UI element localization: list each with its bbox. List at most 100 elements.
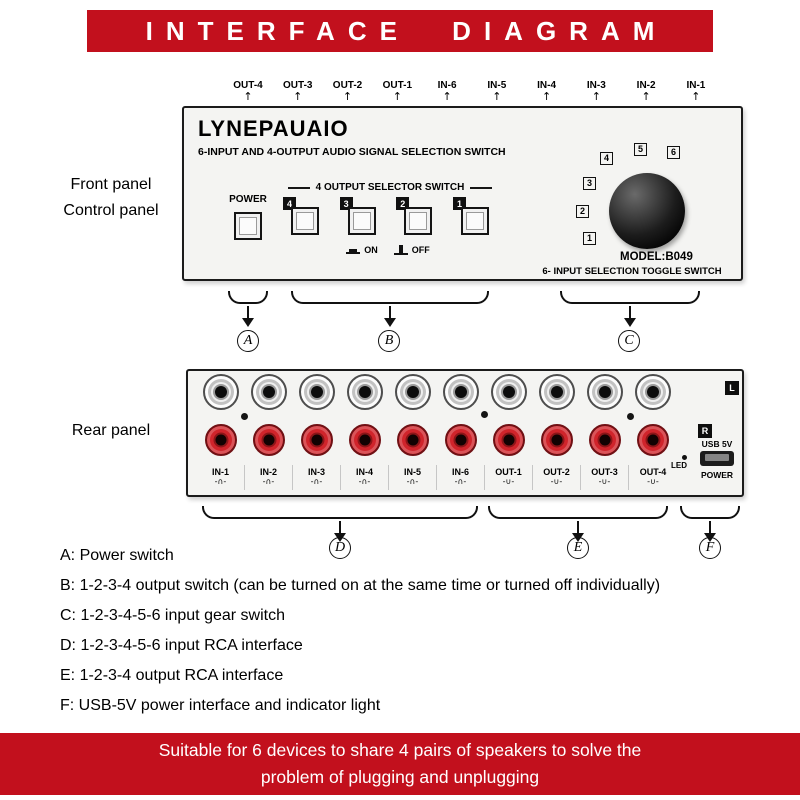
rca-jack-left-channel bbox=[299, 374, 335, 410]
rca-jack-right-channel bbox=[589, 424, 621, 456]
knob-position-number: 4 bbox=[600, 152, 613, 165]
rear-panel-side-label: Rear panel bbox=[36, 418, 186, 444]
output-selector-buttons: 4 3 2 1 bbox=[283, 197, 492, 235]
port-name: IN-3 bbox=[307, 467, 325, 477]
front-port-callouts: OUT-4 ↑ OUT-3 ↑ OUT-2 ↑ OUT-1 ↑ IN-6 ↑ I… bbox=[226, 80, 718, 102]
callout-bracket-c bbox=[560, 291, 700, 304]
port-direction-icon: ↑ bbox=[691, 90, 701, 103]
rca-column: IN-5 -∩- bbox=[389, 374, 437, 490]
output-toggle-button bbox=[291, 207, 319, 235]
rca-jack-left-channel bbox=[395, 374, 431, 410]
port-symbol: -∩- bbox=[358, 477, 371, 486]
callout-letter-c: C bbox=[618, 330, 640, 352]
port-direction-icon: ↑ bbox=[392, 90, 402, 103]
port-label-zone: IN-6 -∩- bbox=[437, 465, 485, 490]
bottom-banner-line2: problem of plugging and unplugging bbox=[260, 767, 540, 787]
port-direction-icon: ↑ bbox=[243, 90, 253, 103]
callout-letter-e: E bbox=[567, 537, 589, 559]
port-symbol: -∩- bbox=[454, 477, 467, 486]
rca-jack-left-channel bbox=[491, 374, 527, 410]
port-name: IN-6 bbox=[451, 467, 469, 477]
raised-off-icon bbox=[393, 244, 408, 255]
control-panel-label: Control panel bbox=[63, 202, 159, 219]
port-label: IN-2 bbox=[636, 80, 656, 91]
port-label-zone: IN-3 -∩- bbox=[293, 465, 341, 490]
output-selector-button: 1 bbox=[452, 197, 489, 235]
rca-column: IN-1 -∩- bbox=[197, 374, 245, 490]
bottom-banner: Suitable for 6 devices to share 4 pairs … bbox=[0, 733, 800, 795]
left-channel-badge: L bbox=[725, 381, 739, 395]
port-label-zone: IN-5 -∩- bbox=[389, 465, 437, 490]
screw-icon bbox=[481, 411, 488, 418]
output-toggle-button bbox=[347, 207, 376, 235]
port-label: OUT-3 bbox=[283, 80, 313, 91]
rca-columns: IN-1 -∩- IN-2 -∩- IN-3 -∩- bbox=[197, 374, 677, 490]
port-callout: OUT-2 ↑ bbox=[326, 80, 370, 102]
callout-arrow-c bbox=[624, 306, 636, 327]
rca-column: OUT-1 -∪- bbox=[485, 374, 533, 490]
rca-jack-left-channel bbox=[587, 374, 623, 410]
port-direction-icon: ↑ bbox=[541, 90, 552, 103]
front-panel: LYNEPAUAIO 6-INPUT AND 4-OUTPUT AUDIO SI… bbox=[182, 106, 743, 281]
port-symbol: -∩- bbox=[310, 477, 323, 486]
button-number-badge: 2 bbox=[396, 197, 410, 210]
knob-position-number: 5 bbox=[634, 143, 647, 156]
rca-jack-left-channel bbox=[347, 374, 383, 410]
legend-line: A: Power switch bbox=[60, 547, 174, 564]
model-label: MODEL:B049 bbox=[620, 251, 693, 263]
legend-line: E: 1-2-3-4 output RCA interface bbox=[60, 667, 284, 684]
callout-arrow-f bbox=[704, 521, 716, 542]
rca-column: OUT-3 -∪- bbox=[581, 374, 629, 490]
port-symbol: -∩- bbox=[262, 477, 275, 486]
usb-5v-label: USB 5V bbox=[701, 439, 733, 449]
port-name: OUT-1 bbox=[495, 467, 522, 477]
rca-jack-right-channel bbox=[493, 424, 525, 456]
rca-jack-right-channel bbox=[637, 424, 669, 456]
knob-position-number: 1 bbox=[583, 232, 596, 245]
port-label-zone: IN-1 -∩- bbox=[197, 465, 245, 490]
port-name: IN-2 bbox=[259, 467, 277, 477]
callout-letter-b: B bbox=[378, 330, 400, 352]
port-callout: OUT-4 ↑ bbox=[226, 80, 270, 102]
rca-column: OUT-4 -∪- bbox=[629, 374, 677, 490]
port-label: IN-4 bbox=[537, 80, 557, 91]
legend-line: B: 1-2-3-4 output switch (can be turned … bbox=[60, 577, 661, 594]
callout-letter-f: F bbox=[699, 537, 721, 559]
port-callout: IN-4 ↑ bbox=[525, 80, 569, 102]
callout-bracket-a bbox=[228, 291, 268, 304]
selector-title: 4 OUTPUT SELECTOR SWITCH bbox=[315, 182, 465, 193]
port-name: IN-4 bbox=[355, 467, 373, 477]
port-callout: IN-2 ↑ bbox=[624, 80, 668, 102]
right-channel-badge: R bbox=[698, 424, 712, 438]
rca-jack-left-channel bbox=[443, 374, 479, 410]
port-callout: OUT-3 ↑ bbox=[276, 80, 320, 102]
port-label: IN-5 bbox=[487, 80, 507, 91]
output-selector-button: 4 bbox=[283, 197, 319, 235]
front-panel-side-label: Front panel Control panel bbox=[36, 172, 186, 224]
port-symbol: -∪- bbox=[502, 477, 515, 486]
callout-letter-d: D bbox=[329, 537, 351, 559]
diagram-title: INTERFACE DIAGRAM bbox=[145, 15, 668, 46]
port-callout: IN-5 ↑ bbox=[475, 80, 519, 102]
callout-arrow-a bbox=[242, 306, 254, 327]
port-name: IN-1 bbox=[211, 467, 229, 477]
rear-panel-label: Rear panel bbox=[71, 422, 151, 439]
rca-column: OUT-2 -∪- bbox=[533, 374, 581, 490]
legend-line: D: 1-2-3-4-5-6 input RCA interface bbox=[60, 637, 303, 654]
rca-jack-left-channel bbox=[539, 374, 575, 410]
port-symbol: -∩- bbox=[406, 477, 419, 486]
on-label: ON bbox=[364, 244, 378, 255]
divider-line bbox=[470, 186, 492, 189]
panel-subtitle: 6-INPUT AND 4-OUTPUT AUDIO SIGNAL SELECT… bbox=[198, 146, 506, 158]
port-label: OUT-4 bbox=[233, 80, 263, 91]
port-label-zone: OUT-2 -∪- bbox=[533, 465, 581, 490]
rca-column: IN-3 -∩- bbox=[293, 374, 341, 490]
port-name: IN-5 bbox=[403, 467, 421, 477]
port-label-zone: OUT-3 -∪- bbox=[581, 465, 629, 490]
rca-jack-right-channel bbox=[301, 424, 333, 456]
rear-power-label: POWER bbox=[700, 470, 734, 480]
port-label-zone: IN-4 -∩- bbox=[341, 465, 389, 490]
power-label: POWER bbox=[229, 194, 267, 205]
callout-arrow-b bbox=[384, 306, 396, 327]
